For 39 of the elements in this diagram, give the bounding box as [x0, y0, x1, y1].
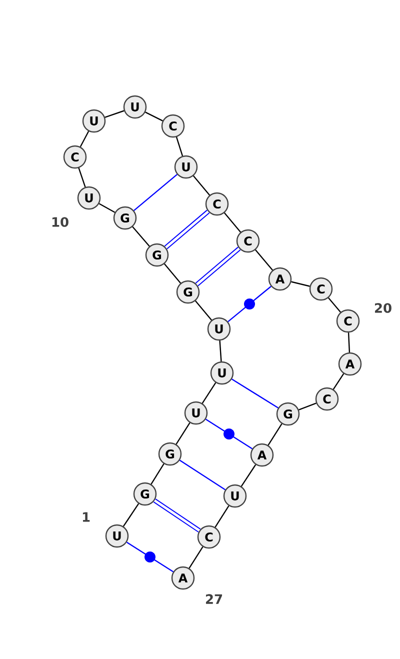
backbone-line — [255, 250, 273, 271]
backbone-line — [240, 464, 256, 487]
backbone-line — [328, 297, 341, 313]
position-number: 10 — [52, 217, 68, 227]
backbone-line — [219, 340, 222, 362]
base-pair-line — [205, 418, 253, 450]
base-pair-line — [195, 246, 241, 286]
backbone-line — [150, 464, 164, 484]
base-pair-line — [164, 210, 210, 250]
backbone-line — [78, 168, 86, 188]
backbone-line — [193, 176, 210, 196]
backbone-line — [298, 402, 316, 410]
position-number: 1 — [82, 512, 90, 522]
backbone-line — [224, 212, 242, 232]
backbone-line — [202, 382, 216, 404]
backbone-line — [145, 112, 163, 122]
base-pair-line — [228, 286, 272, 322]
backbone-line — [188, 546, 204, 569]
backbone-line — [214, 505, 230, 528]
backbone-line — [176, 422, 190, 445]
backbone-line — [348, 332, 350, 352]
position-number: 20 — [375, 303, 392, 313]
base-pair-line — [134, 174, 178, 212]
backbone-line — [268, 423, 282, 446]
base-pair-line — [153, 498, 201, 532]
backbone-line — [122, 503, 140, 527]
backbone-line — [132, 226, 150, 247]
base-pair-line — [126, 542, 174, 572]
backbone-line — [104, 110, 124, 118]
backbone-line — [332, 373, 344, 390]
backbone-line — [80, 130, 90, 148]
backbone-line — [195, 300, 212, 320]
backbone-line — [176, 136, 184, 156]
base-pair-line — [179, 460, 226, 490]
backbone-line — [291, 281, 310, 287]
backbone-line — [164, 264, 182, 284]
position-number: 27 — [206, 594, 222, 604]
base-pair-line — [232, 378, 278, 408]
backbone-line — [98, 203, 116, 213]
